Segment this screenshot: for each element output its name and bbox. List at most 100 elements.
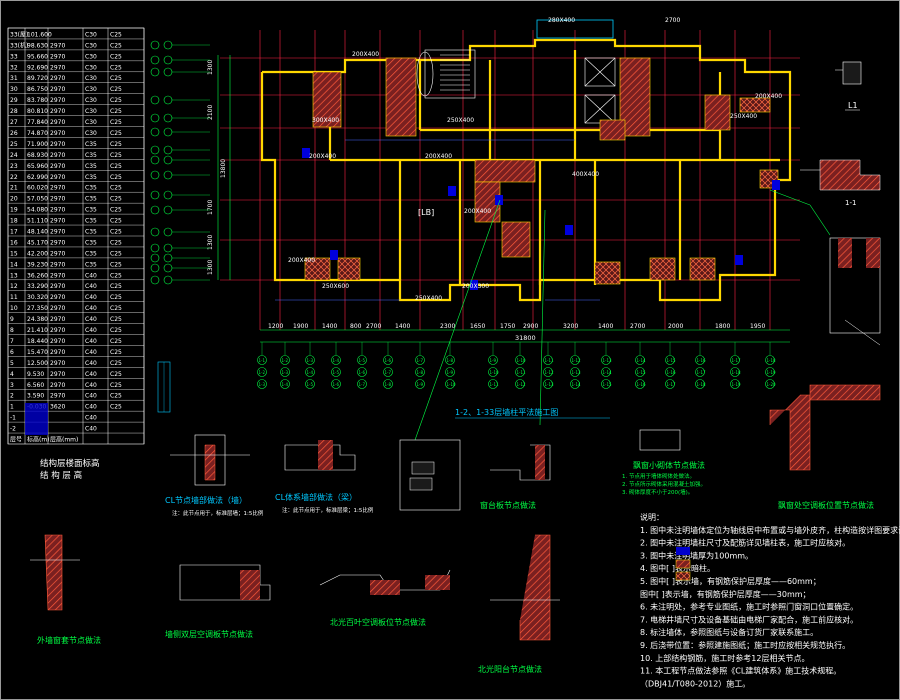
table-cell: 3	[10, 382, 14, 389]
svg-text:注：此节点用于，标准层梁；1:5比例: 注：此节点用于，标准层梁；1:5比例	[282, 506, 374, 514]
axis-bubble	[305, 355, 315, 365]
table-cell: 71.900	[27, 141, 48, 148]
table-cell: C25	[110, 86, 122, 93]
axis-bubble	[601, 355, 611, 365]
general-notes: 说明：1. 图中未注明墙体定位为轴线居中布置或与墙外皮齐，柱构造按详图要求设置。…	[640, 512, 900, 688]
table-cell: C40	[85, 404, 97, 411]
axis-bubble	[415, 355, 425, 365]
dimension-value: 1800	[715, 323, 730, 330]
axis-bubble-label: 1-18	[697, 382, 707, 387]
svg-text:2100: 2100	[207, 105, 214, 120]
axis-bubble	[695, 355, 705, 365]
top-box-label: 280X400	[548, 17, 575, 24]
table-cell: 20	[10, 196, 18, 203]
table-cell: 57.050	[27, 196, 48, 203]
dimension-value: 2000	[668, 323, 683, 330]
table-cell: 27.350	[27, 305, 48, 312]
axis-bubble	[150, 227, 160, 237]
table-cell: 45.170	[27, 239, 48, 246]
svg-text:L1: L1	[848, 101, 858, 110]
axis-bubble	[488, 379, 498, 389]
axis-bubble-label: 1-11	[517, 370, 527, 375]
svg-text:200X300: 200X300	[462, 283, 489, 290]
svg-text:CL体系墙部做法（梁）: CL体系墙部做法（梁）	[275, 492, 357, 502]
detail-north-balcony: 北光阳台节点做法	[478, 534, 560, 674]
dimension-value: 3200	[563, 323, 578, 330]
table-subtitle: 结 构 层 高	[40, 470, 82, 481]
detail-bay-ac: 飘窗处空调板位置节点做法	[769, 384, 881, 510]
axis-bubble	[383, 379, 393, 389]
svg-text:250X400: 250X400	[447, 117, 474, 124]
table-cell: 2970	[50, 338, 65, 345]
axis-bubble	[150, 170, 160, 180]
table-cell: 9	[10, 316, 14, 323]
dimension-value: 800	[350, 323, 362, 330]
table-cell: 83.780	[27, 97, 48, 104]
table-cell: 2970	[50, 141, 65, 148]
table-cell: C25	[110, 404, 122, 411]
table-cell: 2970	[50, 64, 65, 71]
table-cell: C25	[110, 305, 122, 312]
table-cell: 24.380	[27, 316, 48, 323]
table-cell: C25	[110, 64, 122, 71]
table-cell: -1	[10, 415, 16, 422]
table-cell: C40	[85, 305, 97, 312]
table-cell: 16	[10, 239, 18, 246]
axis-bubble	[730, 379, 740, 389]
axis-bubble	[163, 55, 173, 65]
dimension-value: 1400	[598, 323, 613, 330]
axis-bubble	[257, 379, 267, 389]
axis-bubble-label: 1-5	[333, 370, 340, 375]
table-cell: 11	[10, 294, 18, 301]
table-cell: 98.630	[27, 42, 48, 49]
table-cell: 54.080	[27, 207, 48, 214]
axis-bubble	[570, 367, 580, 377]
table-cell: C30	[85, 97, 97, 104]
svg-text:3. 砌体厚度不小于200(墙)。: 3. 砌体厚度不小于200(墙)。	[622, 488, 693, 496]
axis-bubble-label: 1-4	[307, 370, 314, 375]
table-cell: 86.750	[27, 86, 48, 93]
axis-bubble	[765, 355, 775, 365]
dimension-value: 2900	[523, 323, 538, 330]
note-line: 10. 上部结构钢筋，施工时参考12层相关节点。	[640, 653, 809, 663]
axis-bubble	[163, 127, 173, 137]
axis-bubble	[488, 367, 498, 377]
table-cell: 2970	[50, 42, 65, 49]
table-cell: C40	[85, 338, 97, 345]
table-cell: C25	[110, 371, 122, 378]
dim-2700: 2700	[665, 17, 680, 24]
table-cell: 2970	[50, 360, 65, 367]
dimension-value: 1400	[322, 323, 337, 330]
axis-bubble	[570, 355, 580, 365]
table-cell: 2970	[50, 53, 65, 60]
axis-bubble	[331, 367, 341, 377]
axis-bubble	[150, 145, 160, 155]
axis-bubble	[515, 367, 525, 377]
table-cell: C40	[85, 327, 97, 334]
axis-bubble-label: 1-13	[545, 382, 555, 387]
axis-bubble	[445, 379, 455, 389]
svg-text:窗台板节点做法: 窗台板节点做法	[480, 500, 536, 510]
axis-bubble-label: 1-3	[307, 358, 314, 363]
total-dimension: 31800	[515, 334, 536, 342]
axis-bubble	[357, 355, 367, 365]
axis-bubble	[601, 379, 611, 389]
table-cell: C30	[85, 119, 97, 126]
table-cell: 27	[10, 119, 18, 126]
table-cell: 2970	[50, 196, 65, 203]
table-cell: 2970	[50, 382, 65, 389]
axis-bubble	[665, 367, 675, 377]
svg-text:1700: 1700	[207, 200, 214, 215]
room-tag: [LB]	[418, 208, 434, 217]
table-cell: 1	[10, 404, 14, 411]
axis-bubble	[163, 145, 173, 155]
detail-louver-ac: 北光百叶空调板位节点做法	[319, 569, 451, 627]
table-cell: 30.320	[27, 294, 48, 301]
table-cell: 2970	[50, 294, 65, 301]
table-cell: C25	[110, 185, 122, 192]
axis-bubble	[515, 355, 525, 365]
axis-bubble-label: 1-19	[732, 382, 742, 387]
axis-bubble	[331, 379, 341, 389]
dark-columns	[302, 148, 780, 290]
